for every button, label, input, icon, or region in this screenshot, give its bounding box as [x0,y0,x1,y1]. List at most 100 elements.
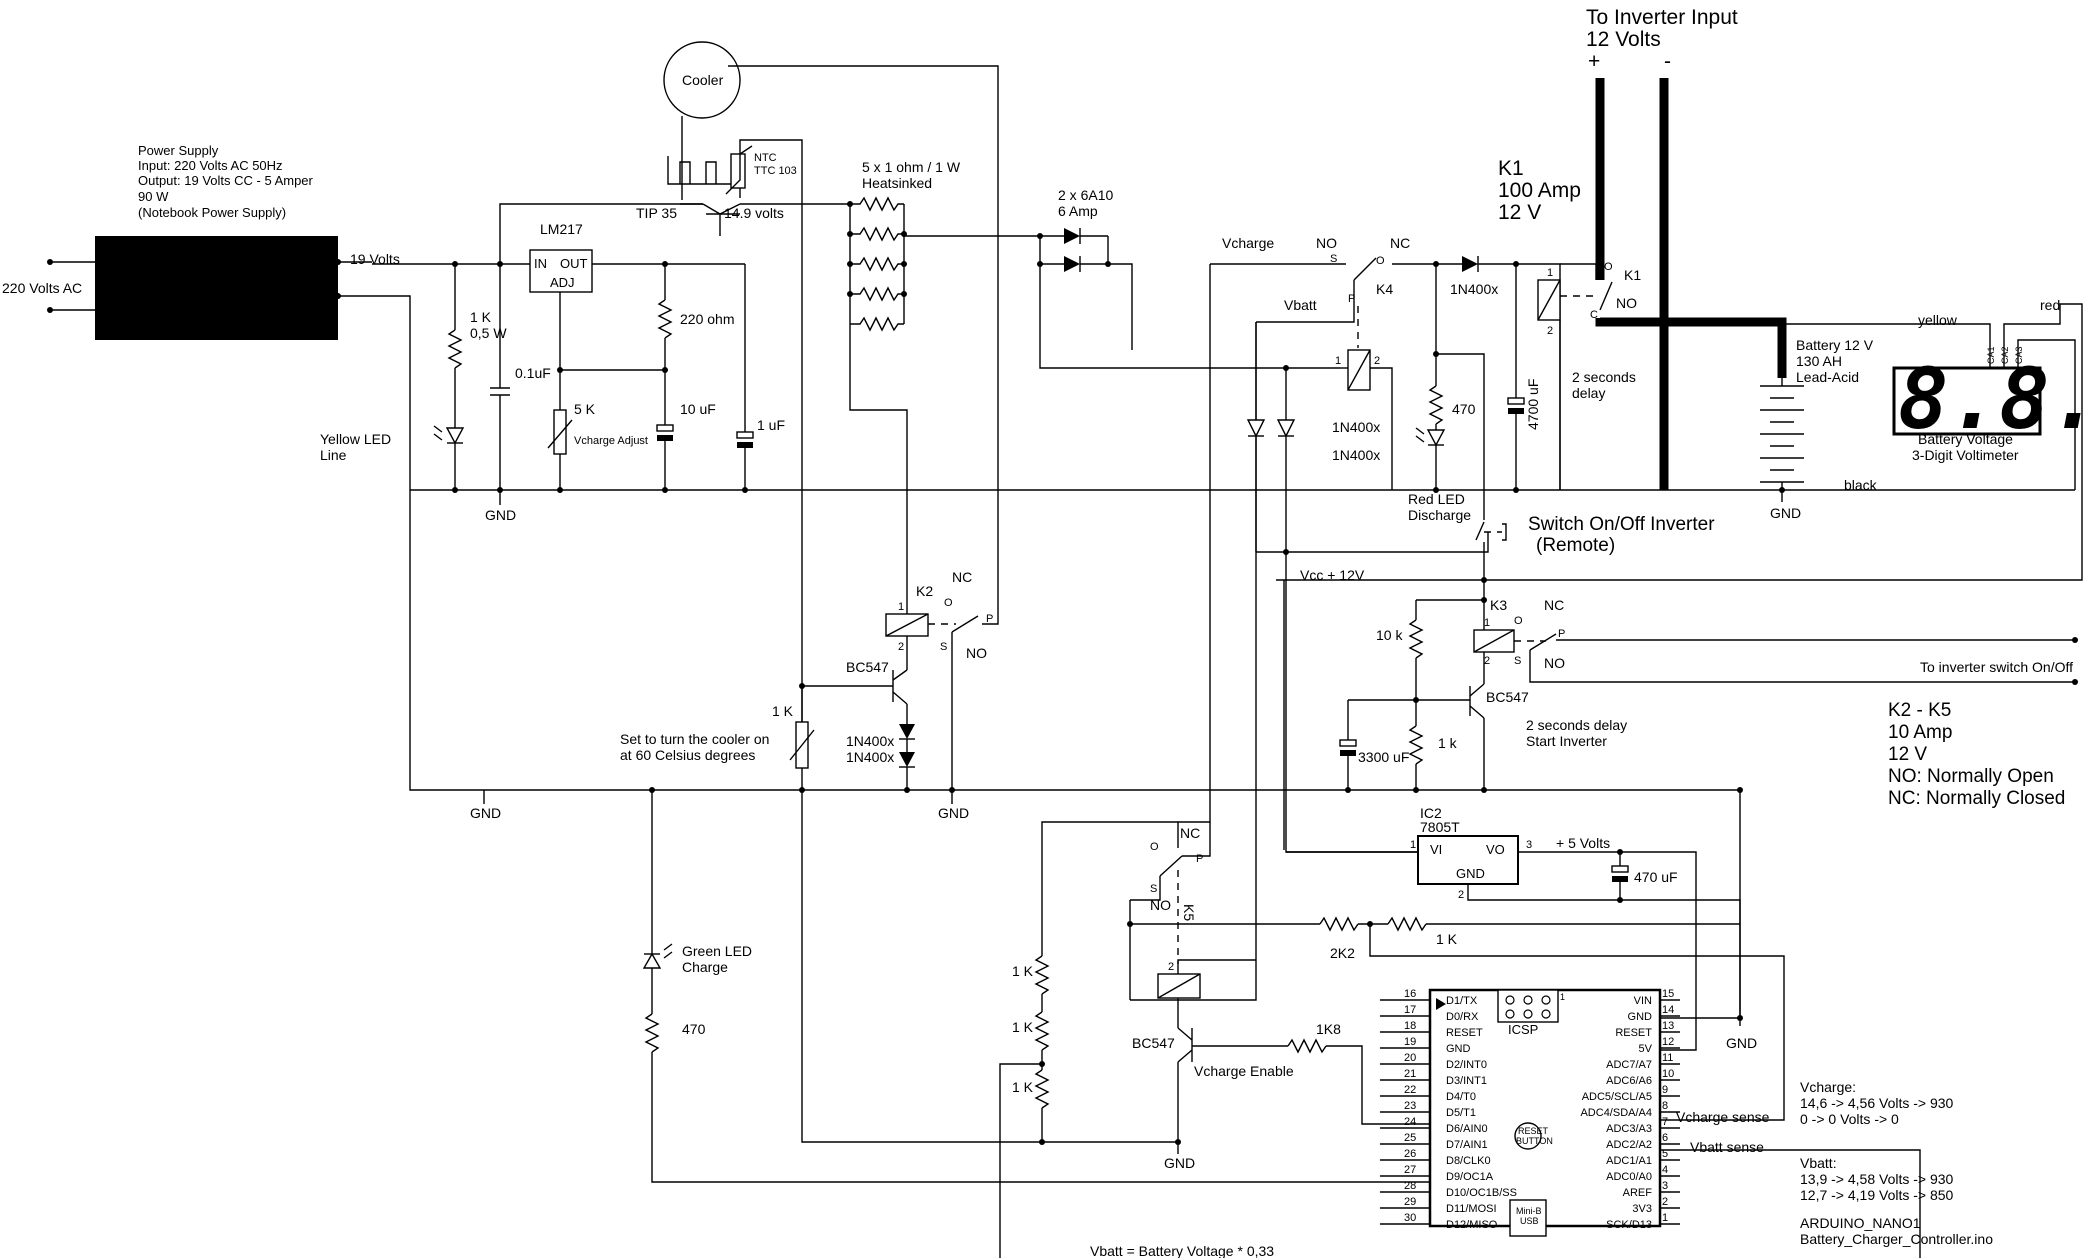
voltmeter-ca1: CA1 [1986,346,1996,364]
nano-pin-name: D8/CLK0 [1446,1155,1491,1167]
r5k-label: 5 K [574,401,596,417]
switch-label: Switch On/Off Inverter [1528,514,1715,535]
k2-p: P [986,613,993,625]
to-inverter-switch: To inverter switch On/Off [1920,659,2073,675]
r220-label: 220 ohm [680,311,734,327]
ic2-vo: VO [1486,842,1505,857]
k4-relay: Vcharge NO S NC O K4 P Vbatt 1 2 [1130,235,1410,1001]
k1-c: C [1590,309,1598,321]
nano-pin-number: 24 [1404,1116,1416,1128]
k2-label: K2 [916,583,933,599]
nano-pin-number: 25 [1404,1132,1416,1144]
k3-relay: 10 k 1 k 3300 uF BC547 K3 1 2 NC O P S N… [1339,597,2078,793]
k1-delay-2: delay [1572,385,1605,401]
nano-pin-number: 19 [1404,1036,1416,1048]
reset-button-icon [1514,1122,1542,1150]
voltmeter-digits: 8.8.8 [1898,350,2086,448]
vcharge-enable-label: Vcharge Enable [1194,1063,1294,1079]
k5-relay: NC O P S NO K5 2 BC547 Vcharge Enable 1K… [1129,822,1430,1171]
k4-nc: NC [1390,235,1410,251]
k2-diode-2: 1N400x [846,749,894,765]
nano-pin-name: D2/INT0 [1446,1059,1487,1071]
cooler-label: Cooler [682,72,724,88]
arduino-file: Battery_Charger_Controller.ino [1800,1231,1993,1247]
k2-no: NO [966,645,987,661]
k2k5-spec-3: 12 V [1888,744,1927,765]
nano-pin-number: 26 [1404,1148,1416,1160]
c01-label: 0.1uF [515,365,551,381]
nano-pin-number: 21 [1404,1068,1416,1080]
ntc-divider: 1 K Set to turn the cooler on at 60 Cels… [470,683,1743,1143]
nano-pin-number: 8 [1662,1100,1668,1112]
vcharge-adjust-label: Vcharge Adjust [574,435,648,447]
6a10-amp: 6 Amp [1058,203,1098,219]
heatsink-res-label-2: Heatsinked [862,175,932,191]
k2k5-spec-4: NO: Normally Open [1888,766,2054,787]
vcharge-sense-label: Vcharge sense [1676,1109,1770,1125]
k4-diode-label: 1N400x [1450,281,1498,297]
green-led-branch: Green LED Charge 470 [642,787,1430,1183]
nano-pin-number: 15 [1662,988,1674,1000]
k3-no: NO [1544,655,1565,671]
vbatt-diode-2: 1N400x [1332,447,1380,463]
green-led-icon [642,952,662,969]
vbatt-formula: Vbatt = Battery Voltage * 0,33 [1090,1243,1274,1258]
nano-pin-name: AREF [1623,1187,1653,1199]
nano-pin-number: 30 [1404,1212,1416,1224]
gnd-label-4: GND [1164,1155,1195,1171]
voltmeter-line1: Battery Voltage [1918,431,2013,447]
heatsink-icon [667,156,739,185]
ntc-model: TTC 103 [754,165,797,177]
ps-note: (Notebook Power Supply) [138,205,286,220]
k5-no: NO [1150,897,1171,913]
ntc-icon [730,153,746,189]
lm217-in: IN [534,256,547,271]
nano-pin-number: 2 [1662,1196,1668,1208]
red-led-label-2: Discharge [1408,507,1471,523]
k1-spec-1: K1 [1498,157,1524,180]
nano-pin-name: D5/T1 [1446,1107,1476,1119]
tip35-label: TIP 35 [636,205,677,221]
nano-pin-number: 18 [1404,1020,1416,1032]
green-led-label: Green LED [682,943,752,959]
wire-black: black [1844,477,1878,493]
k4-label: K4 [1376,281,1393,297]
heatsinked-resistors: 5 x 1 ohm / 1 W Heatsinked [847,159,1040,606]
k2-nc: NC [952,569,972,585]
nano-pin-number: 16 [1404,988,1416,1000]
k2-pin2: 2 [898,641,904,653]
gnd-label-2: GND [470,805,501,821]
red-led-icon [1426,429,1446,447]
inverter-plus: + [1588,50,1600,73]
c470-label: 470 uF [1634,869,1678,885]
ps-input: Input: 220 Volts AC 50Hz [138,158,283,173]
k3-nc: NC [1544,597,1564,613]
k4-s: S [1330,253,1337,265]
nano-pin-number: 17 [1404,1004,1416,1016]
vbatt-diode-1: 1N400x [1332,419,1380,435]
cooler-note-2: at 60 Celsius degrees [620,747,755,763]
k1-pin2: 2 [1547,325,1553,337]
ic2-p1: 1 [1410,839,1416,851]
nano-pin-number: 27 [1404,1164,1416,1176]
yellow-led-icon [445,427,465,445]
c3300-label: 3300 uF [1358,749,1409,765]
ic2-7805: IC2 7805T VI VO GND 1 3 2 + 5 Volts 470 … [1286,790,1757,1051]
calibration-notes: Vcharge: 14,6 -> 4,56 Volts -> 930 0 -> … [1800,1079,1954,1203]
nano-pin-name: 5V [1639,1043,1653,1055]
switch-label-2: (Remote) [1536,535,1615,556]
k5-label: K5 [1181,904,1197,921]
r1k-label: 1 K [470,309,492,325]
nano-pin-number: 7 [1662,1116,1668,1128]
lm217-label: LM217 [540,221,583,237]
nano-pin-name: D1/TX [1446,995,1478,1007]
nano-pin-name: D9/OC1A [1446,1171,1494,1183]
voltmeter: 8.8.8 Battery Voltage 3-Digit Voltimeter… [1276,297,2086,581]
cooler-icon [663,41,741,119]
nano-pin-number: 1 [1662,1212,1668,1224]
gnd-label-1: GND [485,507,516,523]
vbatt-sense-label: Vbatt sense [1690,1139,1764,1155]
inverter-minus: - [1664,50,1671,73]
nano-left-pins: 16D1/TX17D0/RX18RESET19GND20D2/INT021D3/… [1380,988,1517,1231]
k1-relay: K1 100 Amp 12 V 1 2 NO K1 NO C 2 seconds… [1498,157,1641,490]
